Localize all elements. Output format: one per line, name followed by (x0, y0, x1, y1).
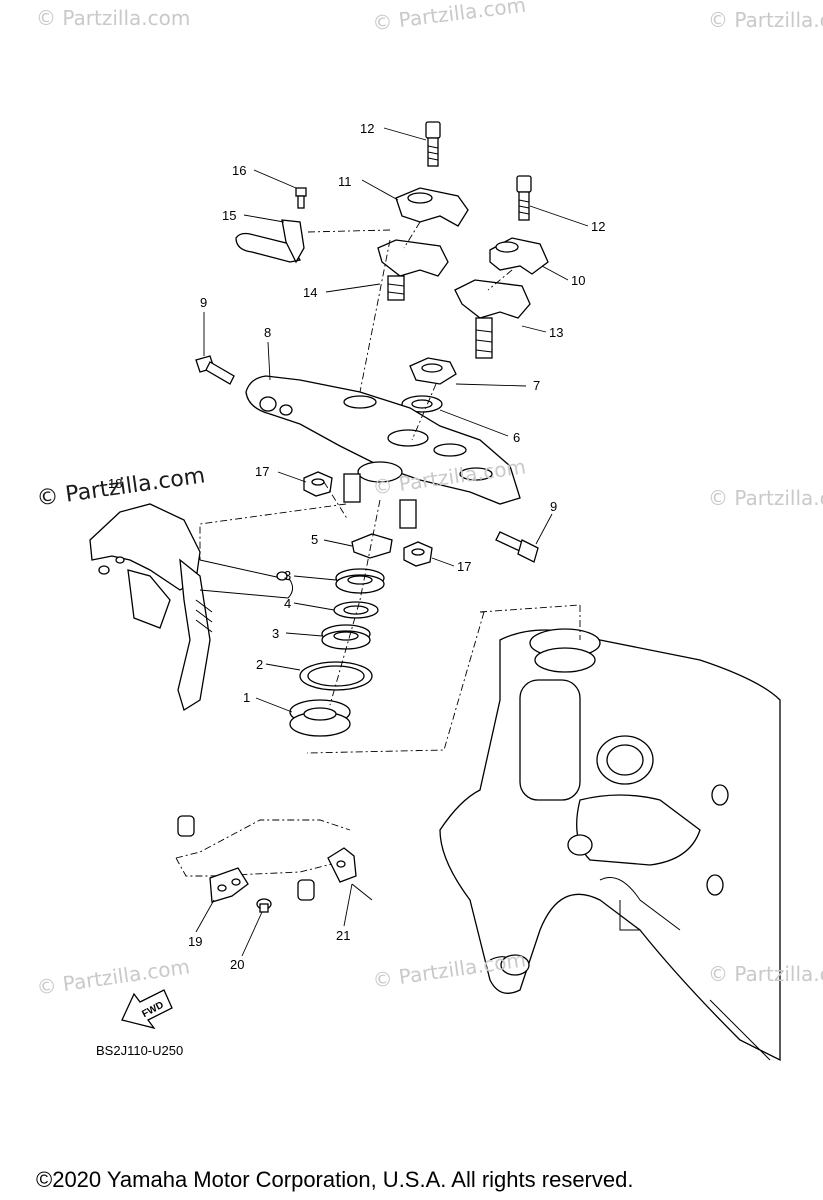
nut-17-right (403, 541, 433, 567)
callout-18: 18 (108, 476, 122, 491)
handlebar-holder-upper-11 (395, 187, 469, 227)
callout-16: 16 (232, 163, 246, 178)
callout-6: 6 (513, 430, 520, 445)
lock-washer-5 (351, 533, 393, 559)
callout-4: 4 (284, 596, 291, 611)
callout-12-left: 12 (360, 121, 374, 136)
watermark: © Partzilla.com (708, 962, 823, 986)
rubber-washer-4 (333, 601, 379, 619)
washer-6 (401, 395, 443, 413)
steering-stem-nut-7 (409, 357, 457, 385)
callout-21: 21 (336, 928, 350, 943)
callout-2: 2 (256, 657, 263, 672)
handlebar-holder-lower-13 (454, 279, 531, 359)
frame-head (439, 628, 781, 1062)
assembly-line-left (199, 221, 513, 706)
bearing-race-cover-2 (299, 661, 373, 691)
callout-5: 5 (311, 532, 318, 547)
callout-1: 1 (243, 690, 250, 705)
callout-20: 20 (230, 957, 244, 972)
callout-3-lower: 3 (272, 626, 279, 641)
bracket-21 (327, 847, 373, 901)
bolt-16 (295, 187, 307, 209)
screw-20 (256, 898, 272, 913)
callout-8: 8 (264, 325, 271, 340)
lower-bracket-assembly (175, 815, 351, 901)
frame-outline-dashed (306, 604, 581, 754)
callout-14: 14 (303, 285, 317, 300)
callout-15: 15 (222, 208, 236, 223)
leader-lines (195, 127, 589, 957)
watermark: © Partzilla.com (708, 486, 823, 510)
handlebar-holder-lower-14 (377, 239, 449, 301)
callout-7: 7 (533, 378, 540, 393)
clamp-19 (209, 867, 249, 903)
callout-19: 19 (188, 934, 202, 949)
callout-12-right: 12 (591, 219, 605, 234)
callout-3-upper: 3 (284, 568, 291, 583)
pinch-bolt-9-right (495, 531, 539, 563)
callout-13: 13 (549, 325, 563, 340)
handlebar-holder-upper-10 (489, 237, 549, 275)
ring-nut-3-upper (335, 568, 385, 594)
callout-17-right: 17 (457, 559, 471, 574)
nut-17-left (303, 471, 333, 497)
watermark: © Partzilla.com (36, 6, 191, 30)
pinch-bolt-9-left (195, 355, 235, 385)
bracket-18 (89, 503, 294, 712)
fwd-arrow-icon: FWD (121, 989, 173, 1030)
callout-11: 11 (338, 174, 352, 189)
watermark: © Partzilla.com (708, 8, 823, 32)
bolt-12-left (425, 121, 441, 167)
ring-nut-3-lower (321, 624, 371, 650)
callout-9-right: 9 (550, 499, 557, 514)
copyright-notice: ©2020 Yamaha Motor Corporation, U.S.A. A… (36, 1167, 634, 1192)
bolt-12-right (516, 175, 532, 221)
hose-holder-15 (235, 219, 305, 264)
callout-10: 10 (571, 273, 585, 288)
bearing-1 (289, 699, 351, 737)
diagram-code: BS2J110-U250 (96, 1043, 184, 1058)
callout-9-left: 9 (200, 295, 207, 310)
callout-17-left: 17 (255, 464, 269, 479)
upper-bracket-8 (245, 375, 521, 529)
